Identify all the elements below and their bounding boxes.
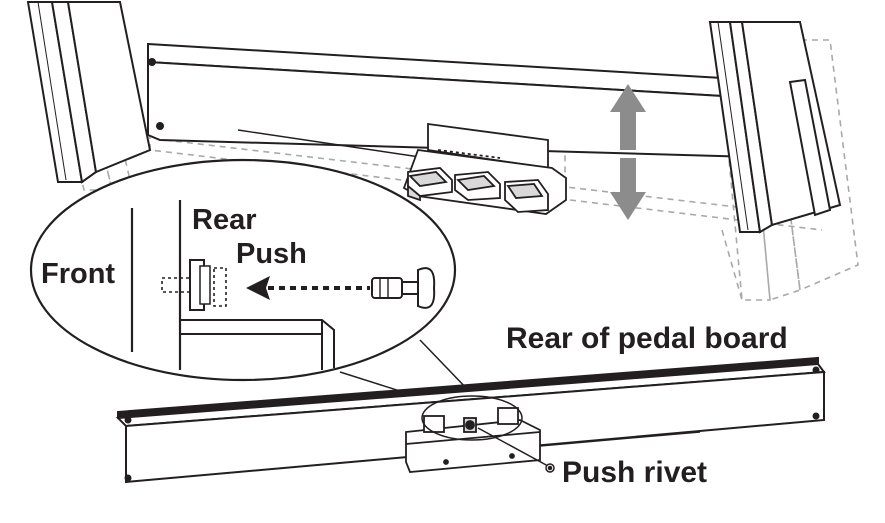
- detail-callout: [29, 158, 471, 411]
- left-arrow-icon: [246, 276, 270, 300]
- right-side-panel: [708, 21, 842, 234]
- rear-label: Rear: [192, 204, 257, 236]
- up-arrow-icon: [610, 84, 646, 150]
- push-rivet-pointer: [477, 427, 555, 473]
- down-arrow-icon: [610, 158, 646, 220]
- front-label: Front: [41, 258, 116, 290]
- push-rivet-detail: [371, 267, 436, 309]
- pedal-unit-top: [402, 122, 567, 215]
- push-rivet-label: Push rivet: [562, 456, 708, 489]
- pedal-box-rear: [405, 395, 541, 473]
- push-label: Push: [236, 238, 307, 270]
- left-side-panel: [26, 0, 152, 184]
- rear-of-pedal-board-label: Rear of pedal board: [506, 322, 788, 355]
